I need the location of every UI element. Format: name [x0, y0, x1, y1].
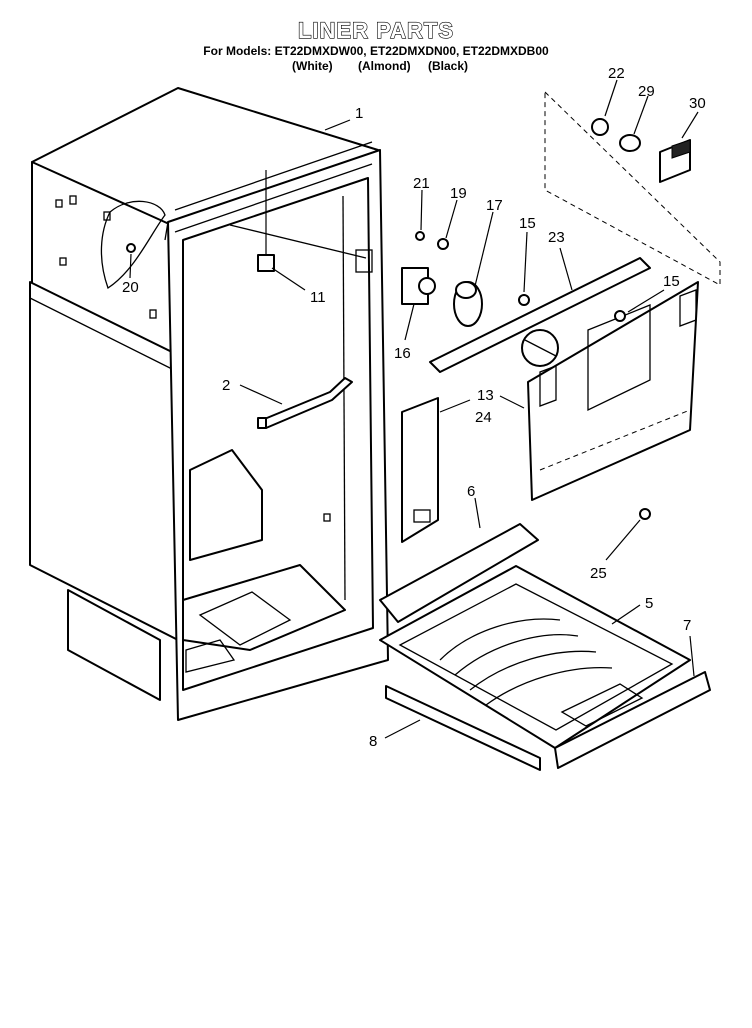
part-number: 20	[122, 279, 139, 296]
finish-almond: (Almond)	[358, 59, 411, 73]
shroud-part-23	[429, 257, 651, 373]
light-components	[544, 90, 721, 286]
part-13-duct	[401, 397, 439, 543]
finish-black: (Black)	[428, 59, 469, 73]
part-number: 23	[548, 229, 565, 246]
part-number: 30	[689, 95, 706, 112]
part-number: 2	[222, 377, 230, 394]
part-number: 17	[486, 197, 503, 214]
part-6-frame	[379, 523, 539, 623]
part-number: 24	[475, 409, 492, 426]
part-number: 29	[638, 83, 655, 100]
part-7-trim	[554, 671, 711, 769]
finish-white: (White)	[292, 59, 333, 73]
part-5-crisper-pan	[379, 565, 691, 749]
part-number: 8	[369, 733, 377, 750]
part-number: 11	[310, 289, 326, 306]
part-number: 21	[413, 175, 430, 192]
evaporator-cover	[527, 281, 699, 501]
part-number: 22	[608, 65, 625, 82]
leader-lines	[129, 79, 699, 739]
part-number: 6	[467, 483, 475, 500]
part-25-screw	[639, 508, 651, 520]
part-number: 15	[663, 273, 680, 290]
part-number: 16	[394, 345, 411, 362]
part-21-screw	[415, 231, 425, 241]
liner-frame	[164, 141, 389, 721]
part-15-screw-a	[518, 294, 530, 306]
part-11-clip	[257, 254, 275, 272]
part-number: 25	[590, 565, 607, 582]
part-number: 5	[645, 595, 653, 612]
part-20-screw	[126, 243, 136, 253]
part-number: 15	[519, 215, 536, 232]
models-line: For Models: ET22DMXDW00, ET22DMXDN00, ET…	[203, 44, 549, 58]
cabinet-shell	[29, 87, 379, 701]
fan-motor-assembly	[401, 267, 483, 327]
part-number: 19	[450, 185, 467, 202]
part-number: 1	[355, 105, 363, 122]
page-title: LINER PARTS	[297, 17, 455, 43]
part-8-rail	[385, 685, 541, 771]
part-numbers: 1 2 5 6 7 8 11 13 15 15 16 17 19 20 21 2…	[122, 65, 706, 750]
part-number: 7	[683, 617, 691, 634]
part-number: 13	[477, 387, 494, 404]
part-15-screw-b	[614, 310, 626, 322]
part-19-grommet	[437, 238, 449, 250]
